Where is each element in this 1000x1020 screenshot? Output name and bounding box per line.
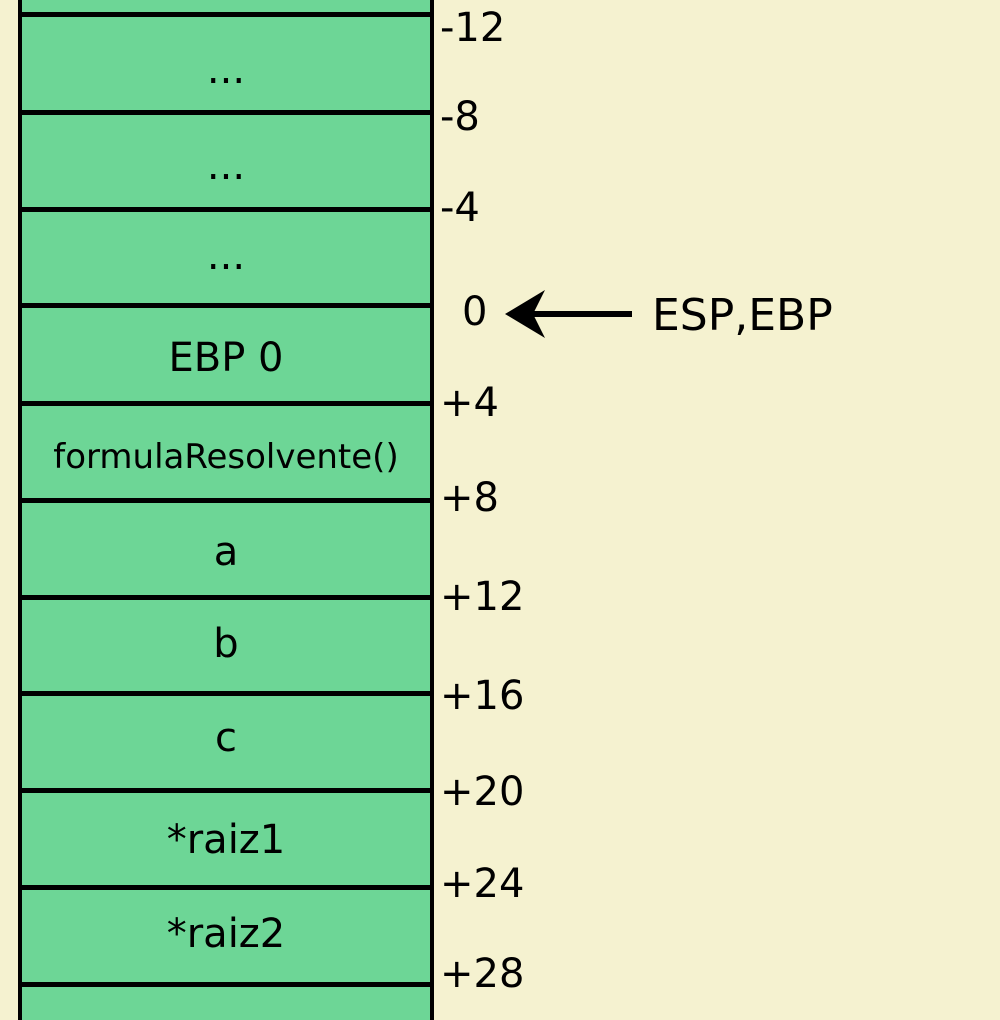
stack-divider (18, 982, 434, 987)
stack-divider (18, 110, 434, 115)
stack-cell-label-b: b (213, 621, 239, 667)
stack-divider (18, 12, 434, 17)
stack-divider (18, 401, 434, 406)
stack-divider (18, 595, 434, 600)
offset-label: +12 (440, 574, 525, 620)
offset-label: -8 (440, 94, 480, 140)
offset-label: +20 (440, 769, 525, 815)
offset-label: +28 (440, 951, 525, 997)
stack-cell-label-raiz1: *raiz1 (166, 817, 286, 863)
stack-column (18, 0, 434, 1020)
stack-cell-label: ... (206, 47, 246, 93)
stack-cell-label-saved-ebp: EBP 0 (168, 335, 284, 381)
stack-divider (18, 691, 434, 696)
pointer-label: ESP,EBP (652, 290, 833, 341)
stack-cell-label-a: a (213, 529, 239, 575)
stack-cell-label: ... (206, 143, 246, 189)
pointer-arrow-head (505, 290, 545, 338)
stack-cell-label: ... (206, 233, 246, 279)
offset-label: 0 (462, 289, 488, 335)
offset-label: -12 (440, 5, 506, 51)
offset-label: +16 (440, 673, 525, 719)
stack-divider (18, 207, 434, 212)
stack-divider (18, 498, 434, 503)
offset-label: -4 (440, 185, 480, 231)
stack-cell-label-raiz2: *raiz2 (166, 911, 286, 957)
offset-label: +8 (440, 475, 499, 521)
offset-label: +4 (440, 380, 499, 426)
stack-divider (18, 788, 434, 793)
stack-divider (18, 303, 434, 308)
stack-cell-label-return-address: formulaResolvente() (53, 437, 399, 477)
offset-label: +24 (440, 861, 525, 907)
stack-divider (18, 885, 434, 890)
stack-cell-label-c: c (215, 715, 237, 761)
